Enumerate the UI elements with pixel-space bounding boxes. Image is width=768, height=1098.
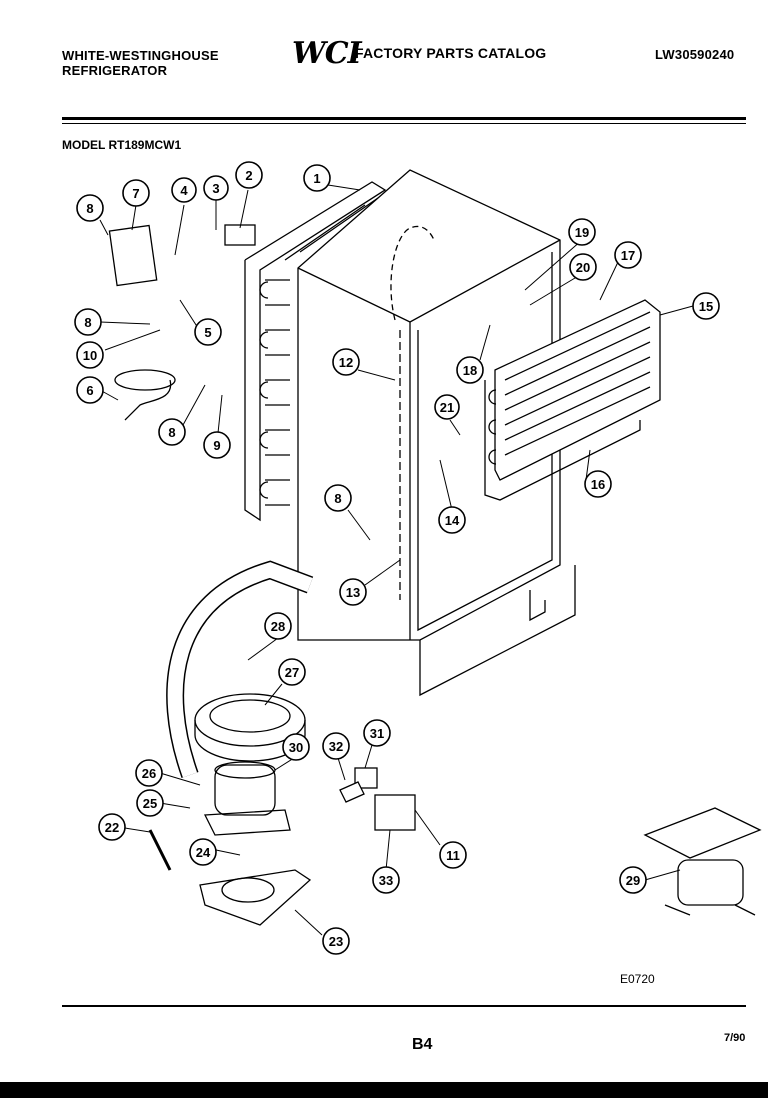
callout-33: 33 bbox=[372, 866, 400, 894]
model-line: MODEL RT189MCW1 bbox=[62, 138, 182, 152]
callout-2: 2 bbox=[235, 161, 263, 189]
brand-line-2: REFRIGERATOR bbox=[62, 63, 168, 78]
callout-26: 26 bbox=[135, 759, 163, 787]
svg-text:28: 28 bbox=[271, 619, 285, 634]
callout-6: 6 bbox=[76, 376, 104, 404]
svg-text:9: 9 bbox=[213, 438, 220, 453]
footer-rule bbox=[62, 1005, 746, 1007]
callout-31: 31 bbox=[363, 719, 391, 747]
callout-27: 27 bbox=[278, 658, 306, 686]
header-rule-thick bbox=[62, 117, 746, 120]
cabinet-outline bbox=[297, 169, 561, 641]
svg-text:4: 4 bbox=[180, 183, 188, 198]
svg-text:27: 27 bbox=[285, 665, 299, 680]
svg-text:12: 12 bbox=[339, 355, 353, 370]
callout-16: 16 bbox=[584, 470, 612, 498]
svg-text:23: 23 bbox=[329, 934, 343, 949]
callout-5: 5 bbox=[194, 318, 222, 346]
svg-text:13: 13 bbox=[346, 585, 360, 600]
svg-text:11: 11 bbox=[446, 848, 460, 863]
svg-text:6: 6 bbox=[86, 383, 93, 398]
svg-text:33: 33 bbox=[379, 873, 393, 888]
callout-29: 29 bbox=[619, 866, 647, 894]
svg-text:17: 17 bbox=[621, 248, 635, 263]
callout-25: 25 bbox=[136, 789, 164, 817]
brand-block: WHITE-WESTINGHOUSE REFRIGERATOR bbox=[62, 48, 219, 78]
callouts: 1 2 3 4 5 6 7 8 8 8 8 9 10 11 12 13 14 1… bbox=[74, 161, 720, 955]
svg-text:30: 30 bbox=[289, 740, 303, 755]
callout-19: 19 bbox=[568, 218, 596, 246]
svg-text:5: 5 bbox=[204, 325, 211, 340]
svg-text:32: 32 bbox=[329, 739, 343, 754]
callout-32: 32 bbox=[322, 732, 350, 760]
svg-text:8: 8 bbox=[84, 315, 91, 330]
figure-code: E0720 bbox=[620, 972, 655, 986]
svg-text:31: 31 bbox=[370, 726, 384, 741]
callout-8c: 8 bbox=[158, 418, 186, 446]
svg-text:20: 20 bbox=[576, 260, 590, 275]
svg-text:21: 21 bbox=[440, 400, 454, 415]
date-code: 7/90 bbox=[724, 1032, 746, 1044]
header-rule-thin bbox=[62, 123, 746, 124]
condenser-coil bbox=[244, 181, 387, 522]
svg-text:3: 3 bbox=[212, 181, 219, 196]
callout-7: 7 bbox=[122, 179, 150, 207]
compressor bbox=[214, 764, 276, 816]
callout-23: 23 bbox=[322, 927, 350, 955]
doc-number: LW30590240 bbox=[655, 47, 735, 62]
catalog-title: FACTORY PARTS CATALOG bbox=[355, 45, 547, 61]
callout-9: 9 bbox=[203, 431, 231, 459]
svg-text:19: 19 bbox=[575, 225, 589, 240]
svg-text:1: 1 bbox=[313, 171, 320, 186]
svg-text:2: 2 bbox=[245, 168, 252, 183]
callout-10: 10 bbox=[76, 341, 104, 369]
callout-12: 12 bbox=[332, 348, 360, 376]
svg-text:8: 8 bbox=[334, 491, 341, 506]
svg-text:10: 10 bbox=[83, 348, 97, 363]
callout-8a: 8 bbox=[76, 194, 104, 222]
svg-text:25: 25 bbox=[143, 796, 157, 811]
callout-15: 15 bbox=[692, 292, 720, 320]
page-number: B4 bbox=[412, 1036, 433, 1053]
svg-text:8: 8 bbox=[168, 425, 175, 440]
svg-text:16: 16 bbox=[591, 477, 605, 492]
callout-21: 21 bbox=[434, 394, 460, 420]
callout-8b: 8 bbox=[74, 308, 102, 336]
evaporator bbox=[484, 299, 661, 501]
callout-1: 1 bbox=[303, 164, 331, 192]
callout-20: 20 bbox=[569, 253, 597, 281]
wci-logo: WCI bbox=[292, 36, 362, 71]
callout-14: 14 bbox=[438, 506, 466, 534]
svg-text:8: 8 bbox=[86, 201, 93, 216]
brand-line-1: WHITE-WESTINGHOUSE bbox=[62, 48, 219, 63]
svg-text:26: 26 bbox=[142, 766, 156, 781]
callout-8d: 8 bbox=[324, 484, 352, 512]
svg-text:18: 18 bbox=[463, 363, 477, 378]
svg-text:24: 24 bbox=[196, 845, 211, 860]
callout-24: 24 bbox=[189, 838, 217, 866]
svg-text:7: 7 bbox=[132, 186, 139, 201]
svg-text:15: 15 bbox=[699, 299, 713, 314]
callout-13: 13 bbox=[339, 578, 367, 606]
callout-22: 22 bbox=[98, 813, 126, 841]
callout-30: 30 bbox=[282, 733, 310, 761]
callout-17: 17 bbox=[614, 241, 642, 269]
callout-4: 4 bbox=[171, 177, 197, 203]
bottom-edge bbox=[0, 1082, 768, 1098]
svg-text:29: 29 bbox=[626, 873, 640, 888]
callout-18: 18 bbox=[456, 356, 484, 384]
svg-text:14: 14 bbox=[445, 513, 460, 528]
callout-11: 11 bbox=[439, 841, 467, 869]
svg-text:22: 22 bbox=[105, 820, 119, 835]
callout-28: 28 bbox=[264, 612, 292, 640]
callout-3: 3 bbox=[203, 175, 229, 201]
